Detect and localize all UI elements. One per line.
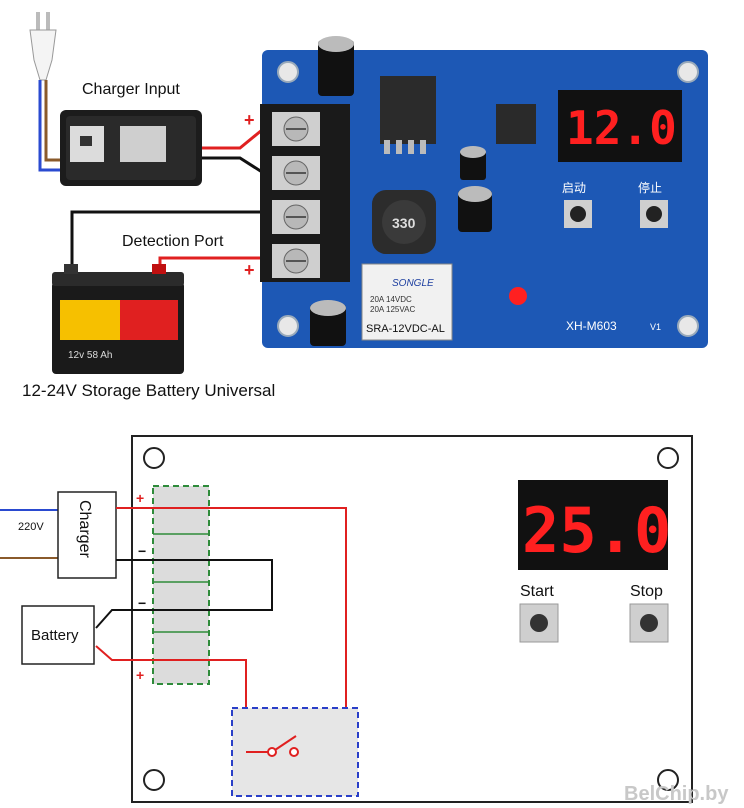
- schematic-battery: [21, 605, 95, 665]
- capacitor-top: [318, 36, 354, 96]
- relay-rating-2: 20A 125VAC: [370, 305, 415, 314]
- photo-stop-button: [640, 200, 668, 228]
- schematic-start-button[interactable]: [519, 603, 559, 643]
- board-model: XH-M603: [566, 319, 617, 333]
- relay-model: SRA-12VDC-AL: [366, 323, 445, 335]
- schematic-display-value: 25.0: [522, 494, 671, 567]
- inductor-code: 330: [392, 215, 416, 231]
- board-version: V1: [650, 322, 661, 332]
- inductor: 330: [372, 190, 436, 254]
- relay-switch-symbol: [246, 735, 299, 757]
- sign-battery-plus: +: [136, 667, 144, 683]
- schematic-start-label: Start: [520, 583, 554, 600]
- mains-label: 220V: [18, 521, 44, 533]
- plus-sign-bottom: +: [244, 260, 255, 280]
- schematic-stop-label: Stop: [630, 583, 663, 600]
- photo-display-value: 12.0: [566, 101, 677, 155]
- schematic-battery-label: Battery: [31, 627, 79, 644]
- photo-stop-label: 停止: [638, 180, 662, 195]
- relay-rating-1: 20A 14VDC: [370, 295, 412, 304]
- photo-start-label: 启动: [562, 181, 586, 195]
- capacitor-bottom: [310, 300, 346, 346]
- relay: SONGLE 20A 14VDC 20A 125VAC SRA-12VDC-AL: [361, 263, 453, 341]
- photo-display: 12.0: [558, 90, 682, 162]
- charger-adapter: [60, 110, 263, 186]
- plus-sign-top: +: [244, 110, 255, 130]
- battery-voltage-text: 12v 58 Ah: [68, 350, 112, 361]
- sign-charger-plus: +: [136, 490, 144, 506]
- relay-brand: SONGLE: [392, 278, 434, 289]
- battery-caption: 12-24V Storage Battery Universal: [22, 381, 275, 400]
- schematic-charger: [57, 491, 117, 579]
- detection-port-label: Detection Port: [122, 233, 224, 250]
- sign-charger-minus: −: [138, 543, 146, 559]
- schematic-display: 25.0: [518, 480, 671, 570]
- sign-battery-minus: −: [138, 595, 146, 611]
- capacitor-small: [458, 146, 492, 232]
- photo-start-button: [564, 200, 592, 228]
- microcontroller-chip: [496, 104, 536, 144]
- schematic-terminal-block: [152, 485, 210, 685]
- status-led: [509, 287, 527, 305]
- charger-input-label: Charger Input: [82, 81, 180, 98]
- watermark: BelChip.by: [624, 783, 729, 805]
- mains-plug: [29, 12, 60, 172]
- schematic-stop-button[interactable]: [629, 603, 669, 643]
- battery-photo: 12v 58 Ah: [52, 264, 184, 374]
- terminal-block: [260, 104, 350, 282]
- regulator-chip: [380, 76, 436, 154]
- photo-section: Charger Input + 12v 58 Ah Detection Port…: [22, 12, 708, 400]
- schematic-section: 220V Charger Battery + − − +: [0, 435, 693, 803]
- schematic-charger-label: Charger: [76, 500, 93, 558]
